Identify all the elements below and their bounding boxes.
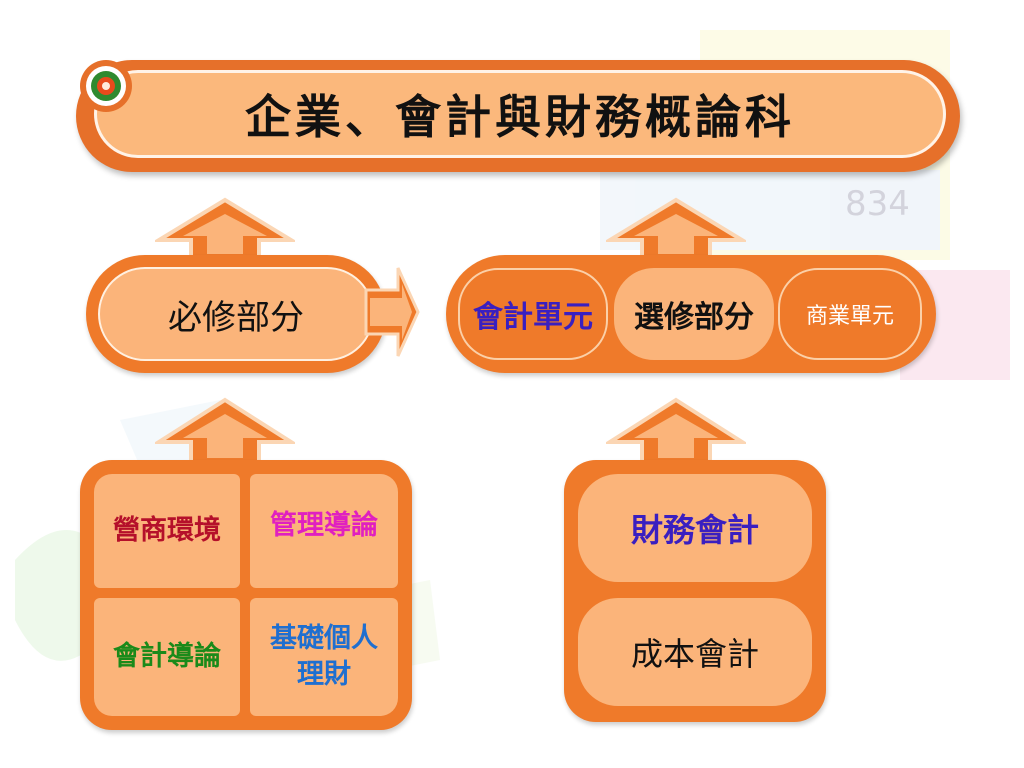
course-cell: 營商環境 bbox=[94, 474, 240, 588]
title-banner-inner bbox=[94, 70, 946, 158]
course-cell: 財務會計 bbox=[578, 474, 812, 582]
right-arrow-icon bbox=[364, 267, 420, 357]
course-cost-accounting: 成本會計 bbox=[630, 635, 759, 673]
course-cell: 成本會計 bbox=[578, 598, 812, 706]
accounting-unit-box: 會計單元 bbox=[458, 268, 608, 360]
up-arrow-icon bbox=[155, 197, 295, 262]
up-arrow-icon bbox=[155, 397, 295, 466]
course-personal-finance: 基礎個人理財 bbox=[270, 623, 378, 690]
course-management-intro: 管理導論 bbox=[270, 510, 378, 541]
course-cell: 管理導論 bbox=[250, 474, 398, 588]
course-business-environment: 營商環境 bbox=[113, 515, 221, 546]
page-title: 企業、會計與財務概論科 bbox=[245, 90, 795, 144]
course-financial-accounting: 財務會計 bbox=[630, 511, 759, 549]
svg-text:834: 834 bbox=[845, 184, 910, 224]
required-label-box: 必修部分 bbox=[98, 267, 374, 361]
course-accounting-intro: 會計導論 bbox=[113, 641, 221, 672]
business-unit-label: 商業單元 bbox=[805, 304, 894, 329]
business-unit-box: 商業單元 bbox=[778, 268, 922, 360]
accounting-unit-label: 會計單元 bbox=[473, 300, 593, 335]
up-arrow-icon bbox=[606, 397, 746, 466]
required-label: 必修部分 bbox=[168, 297, 304, 338]
elective-label-box: 選修部分 bbox=[614, 268, 774, 360]
elective-label: 選修部分 bbox=[634, 300, 754, 335]
course-cell: 基礎個人理財 bbox=[250, 598, 398, 716]
course-cell: 會計導論 bbox=[94, 598, 240, 716]
up-arrow-icon bbox=[606, 197, 746, 262]
target-icon bbox=[80, 60, 132, 112]
